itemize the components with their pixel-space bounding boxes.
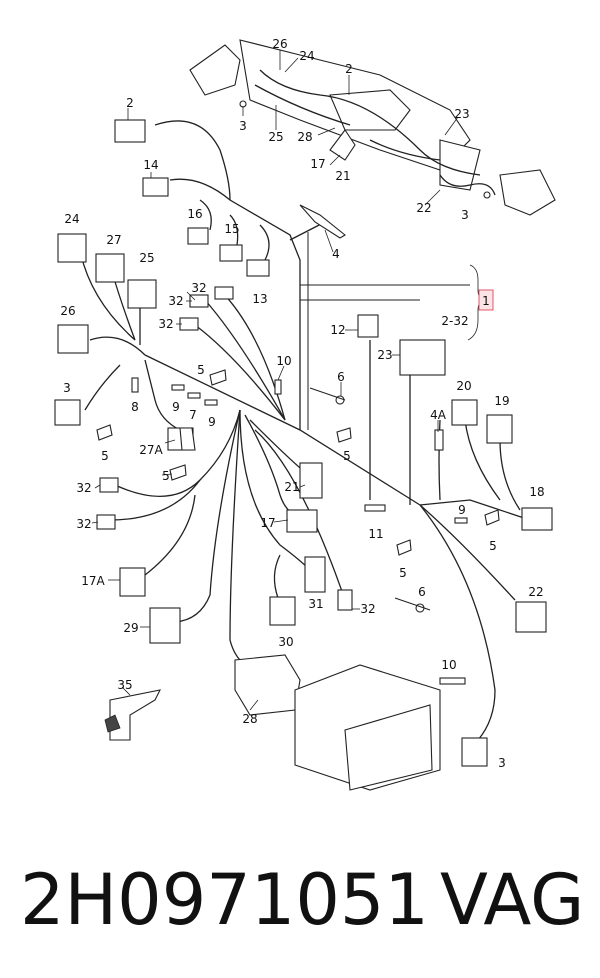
callout-28-bottom: 28 bbox=[242, 712, 257, 726]
callout-3-top-right: 3 bbox=[461, 208, 469, 222]
callout-10-b: 10 bbox=[441, 658, 456, 672]
callout-26-left: 26 bbox=[60, 304, 75, 318]
callout-17-top: 17 bbox=[310, 157, 325, 171]
callout-7: 7 bbox=[189, 408, 197, 422]
callout-13: 13 bbox=[252, 292, 267, 306]
callout-32-f: 32 bbox=[360, 602, 375, 616]
callout-5-f: 5 bbox=[399, 566, 407, 580]
callout-18: 18 bbox=[529, 485, 544, 499]
dashboard-assembly bbox=[189, 39, 556, 216]
callout-5-c: 5 bbox=[162, 469, 170, 483]
callout-25-top: 25 bbox=[268, 130, 283, 144]
callout-20: 20 bbox=[456, 379, 471, 393]
callout-9-c: 9 bbox=[458, 503, 466, 517]
callout-5-a: 5 bbox=[197, 363, 205, 377]
callout-28-top: 28 bbox=[297, 130, 312, 144]
callout-8: 8 bbox=[131, 400, 139, 414]
callout-11: 11 bbox=[368, 527, 383, 541]
callout-23-mid: 23 bbox=[377, 348, 392, 362]
callout-29: 29 bbox=[123, 621, 138, 635]
callout-26-top: 26 bbox=[272, 37, 287, 51]
callout-4a: 4A bbox=[430, 408, 447, 422]
callout-32-d: 32 bbox=[76, 481, 91, 495]
callout-23-top: 23 bbox=[454, 107, 469, 121]
clips bbox=[96, 204, 500, 685]
callout-3-top-left: 3 bbox=[239, 119, 247, 133]
callout-5-b: 5 bbox=[101, 449, 109, 463]
callout-4: 4 bbox=[332, 247, 340, 261]
callout-6-a: 6 bbox=[337, 370, 345, 384]
callout-24-left: 24 bbox=[64, 212, 79, 226]
callout-32-e: 32 bbox=[76, 517, 91, 531]
callout-9-a: 9 bbox=[172, 400, 180, 414]
callout-6-b: 6 bbox=[418, 585, 426, 599]
leader-lines bbox=[91, 50, 459, 711]
callout-5-d: 5 bbox=[343, 449, 351, 463]
callout-5-e: 5 bbox=[489, 539, 497, 553]
callout-14: 14 bbox=[143, 158, 158, 172]
callout-16: 16 bbox=[187, 207, 202, 221]
callout-32-b: 32 bbox=[168, 294, 183, 308]
main-harness bbox=[79, 120, 531, 741]
callout-2-32: 2-32 bbox=[441, 314, 468, 328]
callout-22-mid: 22 bbox=[528, 585, 543, 599]
connectors bbox=[54, 119, 553, 791]
callout-22-top: 22 bbox=[416, 201, 431, 215]
callout-27a: 27A bbox=[139, 443, 163, 457]
brand-name: VAG bbox=[440, 859, 585, 941]
callout-32-a: 32 bbox=[191, 281, 206, 295]
callout-12: 12 bbox=[330, 323, 345, 337]
callout-2-left: 2 bbox=[126, 96, 134, 110]
callout-35: 35 bbox=[117, 678, 132, 692]
callout-30: 30 bbox=[278, 635, 293, 649]
callout-labels: 26 24 2 2 3 25 28 17 21 23 22 3 14 16 15… bbox=[60, 37, 544, 770]
callout-32-c: 32 bbox=[158, 317, 173, 331]
part-number: 2H0971051 bbox=[20, 859, 429, 941]
callout-21-mid: 21 bbox=[284, 480, 299, 494]
callout-9-b: 9 bbox=[208, 415, 216, 429]
callout-15: 15 bbox=[224, 222, 239, 236]
callout-19: 19 bbox=[494, 394, 509, 408]
callout-27: 27 bbox=[106, 233, 121, 247]
callout-17-mid: 17 bbox=[260, 516, 275, 530]
callout-3-mid: 3 bbox=[63, 381, 71, 395]
callout-2-top: 2 bbox=[345, 62, 353, 76]
highlight-box bbox=[478, 289, 494, 311]
callout-24-top: 24 bbox=[299, 49, 314, 63]
callout-31: 31 bbox=[308, 597, 323, 611]
wiring-harness-diagram: 26 24 2 2 3 25 28 17 21 23 22 3 14 16 15… bbox=[54, 37, 556, 791]
callout-3-bottom: 3 bbox=[498, 756, 506, 770]
callout-21-top: 21 bbox=[335, 169, 350, 183]
callout-25-left: 25 bbox=[139, 251, 154, 265]
callout-17a: 17A bbox=[81, 574, 105, 588]
callout-10-a: 10 bbox=[276, 354, 291, 368]
callout-1: 1 bbox=[482, 294, 490, 308]
